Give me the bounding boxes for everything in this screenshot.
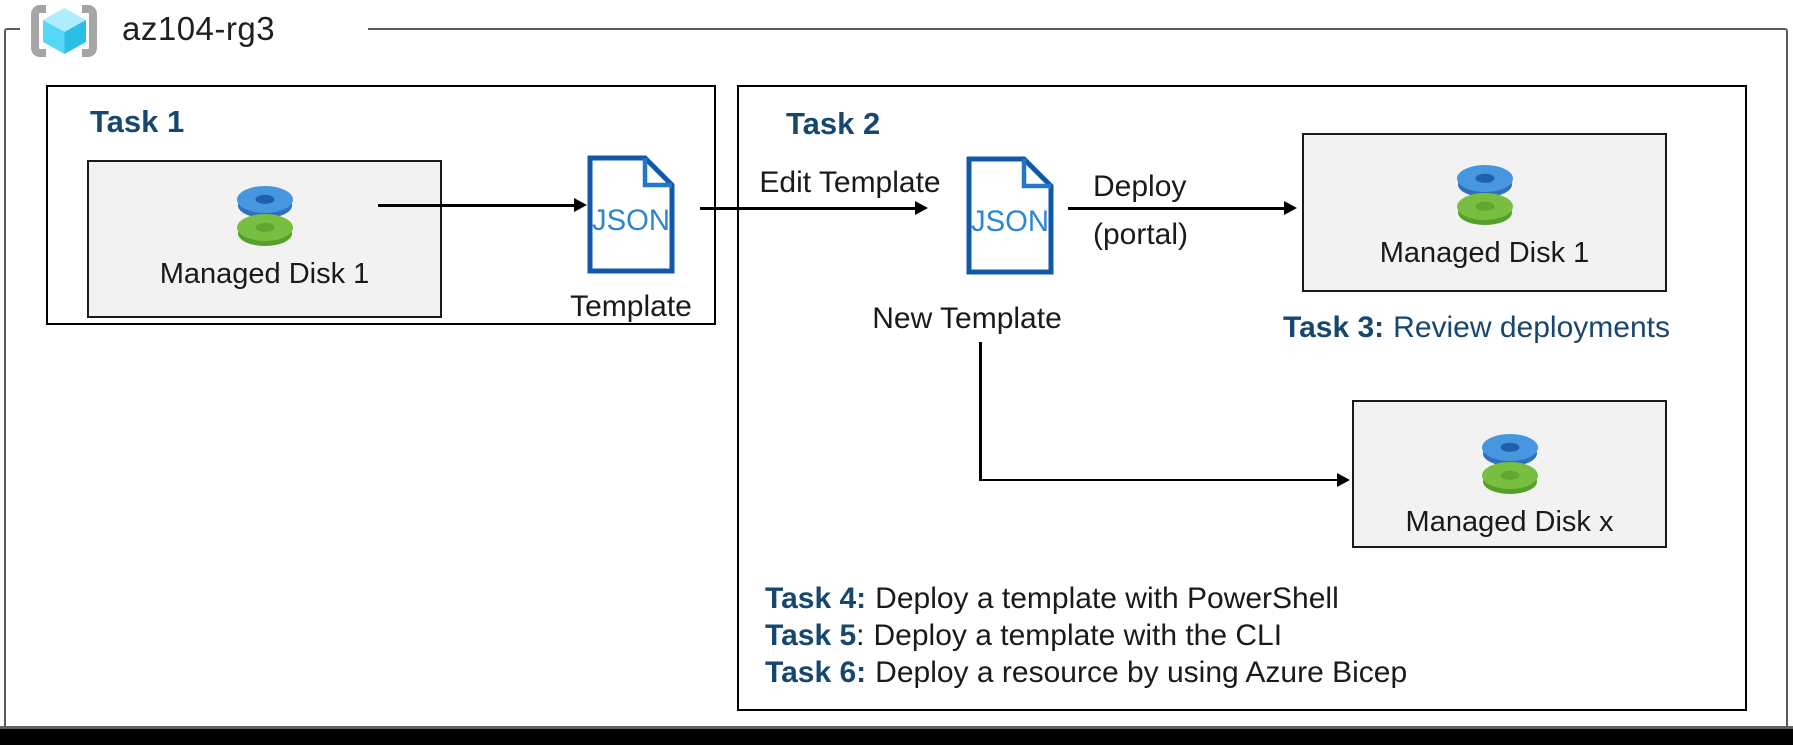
bracket-left-icon — [31, 5, 46, 57]
arrowhead-icon — [1337, 472, 1350, 487]
arrow-disk-to-template — [378, 204, 574, 207]
task5-text: Deploy a template with the CLI — [873, 619, 1283, 652]
bottom-bar — [0, 726, 1793, 745]
arrowhead-icon — [1284, 201, 1297, 215]
arrowhead-icon — [574, 198, 587, 212]
task1-title: Task 1 — [90, 104, 185, 139]
managed-disk-label: Managed Disk 1 — [159, 258, 370, 290]
task-list: Task 4:Deploy a template with PowerShell… — [765, 580, 1407, 691]
task4-text: Deploy a template with PowerShell — [875, 582, 1339, 615]
deploy-portal-label: (portal) — [1093, 218, 1189, 251]
managed-disk-icon — [1456, 165, 1513, 227]
bracket-right-icon — [82, 5, 97, 57]
json-new-template-icon: JSON — [966, 156, 1054, 275]
json-file-type: JSON — [592, 204, 670, 237]
managed-disk-label: Managed Disk 1 — [1379, 237, 1590, 269]
connector-vertical — [979, 342, 982, 481]
managed-disk-icon — [1481, 434, 1538, 496]
new-template-caption: New Template — [872, 302, 1062, 335]
task2-title: Task 2 — [786, 106, 881, 141]
json-template-icon: JSON — [587, 155, 675, 274]
task6-line: Task 6:Deploy a resource by using Azure … — [765, 654, 1407, 691]
arrowhead-icon — [915, 201, 928, 215]
frame-border-gap — [20, 24, 368, 34]
task5-label: Task 5 — [765, 619, 857, 652]
task6-text: Deploy a resource by using Azure Bicep — [875, 656, 1408, 689]
arrow-deploy-portal — [1068, 207, 1284, 210]
arrow-edit-template — [700, 207, 915, 210]
deploy-label: Deploy — [1093, 170, 1187, 203]
task3-label: Task 3: — [1283, 311, 1385, 344]
managed-disk-1-box-task1: Managed Disk 1 — [87, 160, 442, 318]
managed-disk-label: Managed Disk x — [1405, 506, 1614, 538]
managed-disk-x-box: Managed Disk x — [1352, 400, 1667, 548]
task6-label: Task 6: — [765, 656, 867, 689]
task4-label: Task 4: — [765, 582, 867, 615]
task3-text: Review deployments — [1393, 311, 1670, 344]
template-caption: Template — [570, 290, 692, 323]
json-file-type: JSON — [971, 205, 1049, 238]
cube-icon — [43, 8, 86, 54]
resource-group-name: az104-rg3 — [122, 10, 276, 47]
managed-disk-icon — [236, 186, 293, 248]
edit-template-label: Edit Template — [759, 166, 941, 199]
task4-line: Task 4:Deploy a template with PowerShell — [765, 580, 1407, 617]
task5-line: Task 5:Deploy a template with the CLI — [765, 619, 1283, 652]
task3-caption: Task 3:Review deployments — [1283, 311, 1670, 345]
managed-disk-1-box-task2: Managed Disk 1 — [1302, 133, 1667, 292]
connector-horizontal — [979, 478, 1337, 481]
